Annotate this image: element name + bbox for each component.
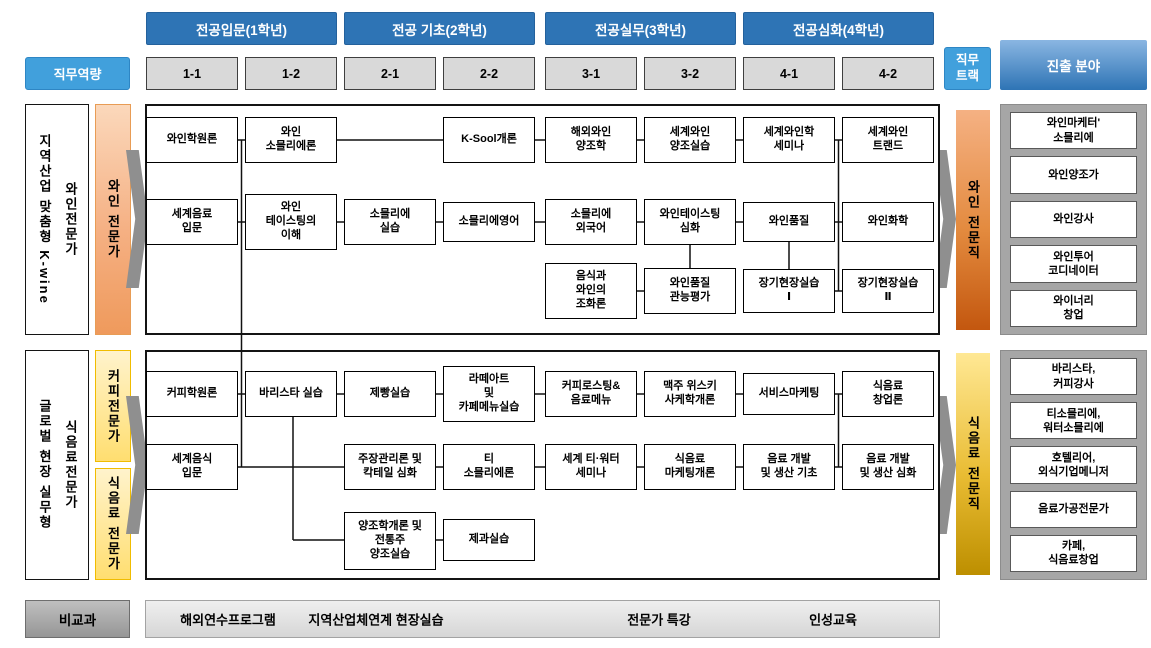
extracurricular-item: 해외연수프로그램 (180, 612, 276, 628)
food-competency-bar-text: 식음료 전문가 (105, 476, 121, 572)
wine-careers-panel: 와인마케터' 소믈리에 와인양조가 와인강사 와인투어 코디네이터 와이너리 창… (1000, 104, 1147, 335)
semester-box: 1-2 (245, 57, 337, 90)
course-box: 장기현장실습 Ⅱ (842, 269, 934, 313)
competency-label: 직무역량 (25, 57, 130, 90)
course-box: 식음료 창업론 (842, 371, 934, 417)
career-item: 음료가공전문가 (1010, 490, 1137, 528)
extracurricular-label: 비교과 (25, 600, 130, 638)
food-careers-panel: 바리스타, 커피강사 티소믈리에, 워터소믈리에 호텔리어, 외식기업메니저 음… (1000, 350, 1147, 580)
course-box: 와인품질 관능평가 (644, 268, 736, 314)
course-box: 소믈리에영어 (443, 202, 535, 242)
course-box: 음료 개발 및 생산 기초 (743, 444, 835, 490)
course-box: 세계 티·워터 세미나 (545, 444, 637, 490)
career-item: 티소믈리에, 워터소믈리에 (1010, 402, 1137, 440)
course-box: K-Sool개론 (443, 117, 535, 163)
wine-side-label-text: 와인전문가 지역산업 맞춤형 K-wine (37, 134, 78, 305)
course-box: 세계와인학 세미나 (743, 117, 835, 163)
career-field-header: 진출 분야 (1000, 40, 1147, 90)
course-box: 세계와인 트랜드 (842, 117, 934, 163)
year-header-3: 전공실무(3학년) (545, 12, 736, 45)
food-side-label: 식음료전문가 글로벌 현장 실무형 (25, 350, 89, 580)
course-box: 티 소믈리에론 (443, 444, 535, 490)
semester-box: 1-1 (146, 57, 238, 90)
course-box: 제빵실습 (344, 371, 436, 417)
career-item: 와인강사 (1010, 200, 1137, 239)
career-item: 와인투어 코디네이터 (1010, 245, 1137, 283)
extracurricular-item: 인성교육 (809, 612, 857, 628)
semester-box: 3-1 (545, 57, 637, 90)
extracurricular-item: 지역산업체연계 현장실습 (308, 612, 444, 628)
wine-side-label: 와인전문가 지역산업 맞춤형 K-wine (25, 104, 89, 335)
coffee-competency-bar: 커피전문가 (95, 350, 131, 462)
semester-box: 3-2 (644, 57, 736, 90)
course-box: 세계음식 입문 (146, 444, 238, 490)
semester-box: 4-2 (842, 57, 934, 90)
career-item: 바리스타, 커피강사 (1010, 358, 1137, 396)
course-box: 제과실습 (443, 519, 535, 561)
coffee-competency-bar-text: 커피전문가 (105, 368, 121, 444)
wine-left-arrow-icon (126, 150, 148, 288)
food-side-label-text: 식음료전문가 글로벌 현장 실무형 (37, 399, 78, 531)
course-box: 주장관리론 및 칵테일 심화 (344, 444, 436, 490)
course-box: 소믈리에 외국어 (545, 199, 637, 245)
semester-box: 2-1 (344, 57, 436, 90)
course-box: 소믈리에 실습 (344, 199, 436, 245)
course-box: 장기현장실습 Ⅰ (743, 269, 835, 313)
extracurricular-bar: 해외연수프로그램 지역산업체연계 현장실습 전문가 특강 인성교육 (145, 600, 940, 638)
job-track-header: 직무 트랙 (944, 47, 991, 90)
food-left-arrow-icon (126, 396, 148, 534)
food-track-bar: 식음료 전문직 (956, 353, 990, 575)
course-box: 세계음료 입문 (146, 199, 238, 245)
course-box: 식음료 마케팅개론 (644, 444, 736, 490)
year-header-4: 전공심화(4학년) (743, 12, 934, 45)
course-box: 와인품질 (743, 202, 835, 242)
wine-competency-bar-text: 와인 전문가 (105, 179, 121, 260)
career-item: 와인마케터' 소믈리에 (1010, 112, 1137, 150)
course-box: 와인 테이스팅의 이해 (245, 194, 337, 250)
course-box: 커피학원론 (146, 371, 238, 417)
wine-competency-bar: 와인 전문가 (95, 104, 131, 335)
course-box: 세계와인 양조실습 (644, 117, 736, 163)
career-item: 와이너리 창업 (1010, 289, 1137, 328)
semester-box: 4-1 (743, 57, 835, 90)
wine-track-bar-text: 와인 전문직 (965, 179, 981, 261)
course-box: 와인화학 (842, 202, 934, 242)
course-box: 맥주 위스키 사케학개론 (644, 371, 736, 417)
food-track-bar-text: 식음료 전문직 (965, 416, 981, 512)
food-competency-bar: 식음료 전문가 (95, 468, 131, 580)
course-box: 라떼아트 및 카페메뉴실습 (443, 366, 535, 422)
year-header-1: 전공입문(1학년) (146, 12, 337, 45)
course-box: 와인 소믈리에론 (245, 117, 337, 163)
course-box: 해외와인 양조학 (545, 117, 637, 163)
career-item: 카페, 식음료창업 (1010, 534, 1137, 573)
career-item: 호텔리어, 외식기업메니저 (1010, 446, 1137, 484)
year-header-2: 전공 기초(2학년) (344, 12, 535, 45)
course-box: 커피로스팅& 음료메뉴 (545, 371, 637, 417)
course-box: 와인테이스팅 심화 (644, 199, 736, 245)
course-box: 음식과 와인의 조화론 (545, 263, 637, 319)
course-box: 서비스마케팅 (743, 373, 835, 415)
course-box: 바리스타 실습 (245, 371, 337, 417)
course-box: 음료 개발 및 생산 심화 (842, 444, 934, 490)
course-box: 와인학원론 (146, 117, 238, 163)
extracurricular-item: 전문가 특강 (627, 612, 691, 628)
wine-track-bar: 와인 전문직 (956, 110, 990, 330)
career-item: 와인양조가 (1010, 156, 1137, 194)
semester-box: 2-2 (443, 57, 535, 90)
course-box: 양조학개론 및 전통주 양조실습 (344, 512, 436, 570)
